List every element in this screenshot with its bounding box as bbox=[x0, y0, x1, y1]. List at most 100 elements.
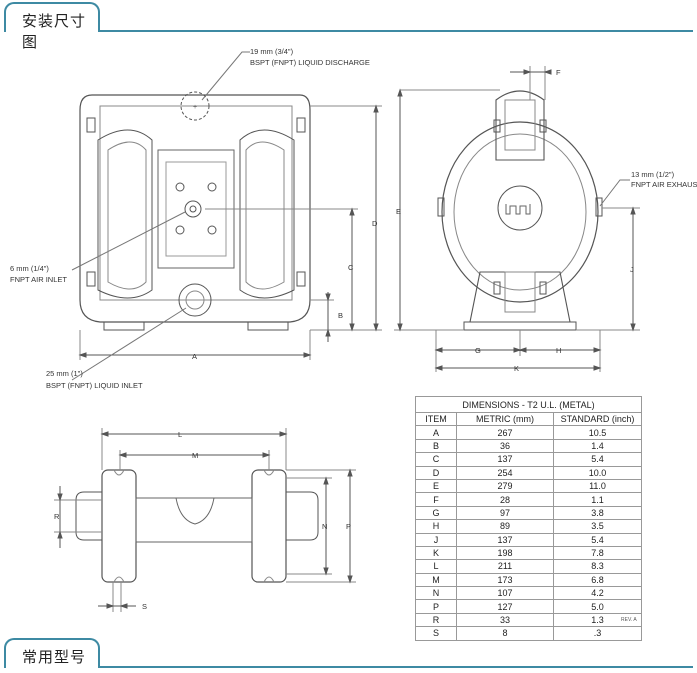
dim-label-J: J bbox=[630, 265, 634, 274]
table-cell-metric: 267 bbox=[456, 425, 554, 440]
callout-discharge-size: 19 mm (3/4") bbox=[250, 47, 294, 56]
table-cell-standard: 10.5 bbox=[553, 425, 642, 440]
table-cell-metric: 8 bbox=[456, 626, 554, 641]
bottom-view bbox=[54, 428, 356, 612]
table-cell-standard: 10.0 bbox=[553, 465, 642, 480]
table-cell-item: A bbox=[415, 425, 457, 440]
section-header-models: 常用型号 bbox=[0, 638, 697, 670]
callout-liquid-inlet-size: 25 mm (1") bbox=[46, 369, 83, 378]
section-title-models: 常用型号 bbox=[22, 649, 87, 666]
table-cell-metric: 107 bbox=[456, 586, 554, 601]
table-cell-standard: 5.4 bbox=[553, 452, 642, 467]
dim-label-S: S bbox=[142, 602, 147, 611]
table-cell-item: E bbox=[415, 478, 457, 494]
dim-label-F: F bbox=[556, 68, 561, 77]
table-cell-metric: 28 bbox=[456, 492, 554, 507]
table-cell-standard: 4.2 bbox=[553, 586, 642, 601]
table-cell-metric: 211 bbox=[456, 559, 554, 574]
table-cell-item: P bbox=[415, 599, 457, 614]
table-cell-item: J bbox=[415, 532, 457, 547]
revision-note: REV. A bbox=[621, 617, 637, 623]
table-header-metric: METRIC (mm) bbox=[456, 411, 554, 427]
table-cell-item: F bbox=[415, 492, 457, 507]
section-tab: 常用型号 bbox=[4, 638, 100, 668]
section-underline bbox=[98, 666, 693, 668]
dim-label-P: P bbox=[346, 522, 351, 531]
table-cell-metric: 33 bbox=[456, 612, 554, 628]
table-cell-standard: 3.8 bbox=[553, 505, 642, 521]
callout-air-inlet-desc: FNPT AIR INLET bbox=[10, 275, 67, 284]
table-cell-standard: 5.4 bbox=[553, 532, 642, 547]
table-cell-standard: 11.0 bbox=[553, 478, 642, 494]
dim-label-R: R bbox=[54, 512, 60, 521]
callout-air-inlet-size: 6 mm (1/4") bbox=[10, 264, 49, 273]
table-cell-standard: .3 bbox=[553, 626, 642, 641]
table-cell-metric: 254 bbox=[456, 465, 554, 480]
side-view bbox=[394, 66, 640, 372]
table-cell-item: H bbox=[415, 519, 457, 534]
table-cell-standard: 1.1 bbox=[553, 492, 642, 507]
front-view: + bbox=[71, 51, 382, 381]
table-cell-metric: 89 bbox=[456, 519, 554, 534]
dim-label-C: C bbox=[348, 263, 354, 272]
dim-label-E: E bbox=[396, 207, 401, 216]
table-cell-item: R bbox=[415, 612, 457, 628]
callout-discharge-desc: BSPT (FNPT) LIQUID DISCHARGE bbox=[250, 58, 370, 67]
callout-air-exhaust-desc: FNPT AIR EXHAUST bbox=[631, 180, 697, 189]
table-cell-item: K bbox=[415, 545, 457, 561]
table-cell-standard: 1.4 bbox=[553, 438, 642, 454]
table-cell-item: M bbox=[415, 572, 457, 588]
table-title: DIMENSIONS - T2 U.L. (METAL) bbox=[415, 396, 642, 413]
table-cell-item: B bbox=[415, 438, 457, 454]
table-header-standard: STANDARD (inch) bbox=[553, 411, 642, 427]
section-title-installation: 安装尺寸图 bbox=[22, 13, 87, 51]
dim-label-H: H bbox=[556, 346, 561, 355]
callout-air-exhaust-size: 13 mm (1/2") bbox=[631, 170, 675, 179]
table-cell-metric: 198 bbox=[456, 545, 554, 561]
table-cell-item: D bbox=[415, 465, 457, 480]
table-header-item: ITEM bbox=[415, 411, 457, 427]
table-cell-metric: 36 bbox=[456, 438, 554, 454]
table-cell-item: N bbox=[415, 586, 457, 601]
svg-text:+: + bbox=[193, 104, 197, 111]
table-cell-standard: 5.0 bbox=[553, 599, 642, 614]
table-cell-standard: 6.8 bbox=[553, 572, 642, 588]
table-cell-item: G bbox=[415, 505, 457, 521]
table-cell-item: C bbox=[415, 452, 457, 467]
dim-label-A: A bbox=[192, 352, 197, 361]
dim-label-G: G bbox=[475, 346, 481, 355]
section-underline bbox=[98, 30, 693, 32]
section-header-installation: 安装尺寸图 bbox=[0, 2, 697, 51]
dim-label-M: M bbox=[192, 451, 198, 460]
dim-label-B: B bbox=[338, 311, 343, 320]
dim-label-L: L bbox=[178, 430, 182, 439]
table-cell-standard: 3.5 bbox=[553, 519, 642, 534]
table-cell-item: L bbox=[415, 559, 457, 574]
table-cell-metric: 127 bbox=[456, 599, 554, 614]
section-tab: 安装尺寸图 bbox=[4, 2, 100, 51]
table-cell-metric: 97 bbox=[456, 505, 554, 521]
table-cell-standard: 7.8 bbox=[553, 545, 642, 561]
table-cell-standard: 8.3 bbox=[553, 559, 642, 574]
dimensions-table: DIMENSIONS - T2 U.L. (METAL) ITEM METRIC… bbox=[415, 396, 642, 641]
callout-liquid-inlet-desc: BSPT (FNPT) LIQUID INLET bbox=[46, 381, 143, 390]
table-cell-metric: 279 bbox=[456, 478, 554, 494]
